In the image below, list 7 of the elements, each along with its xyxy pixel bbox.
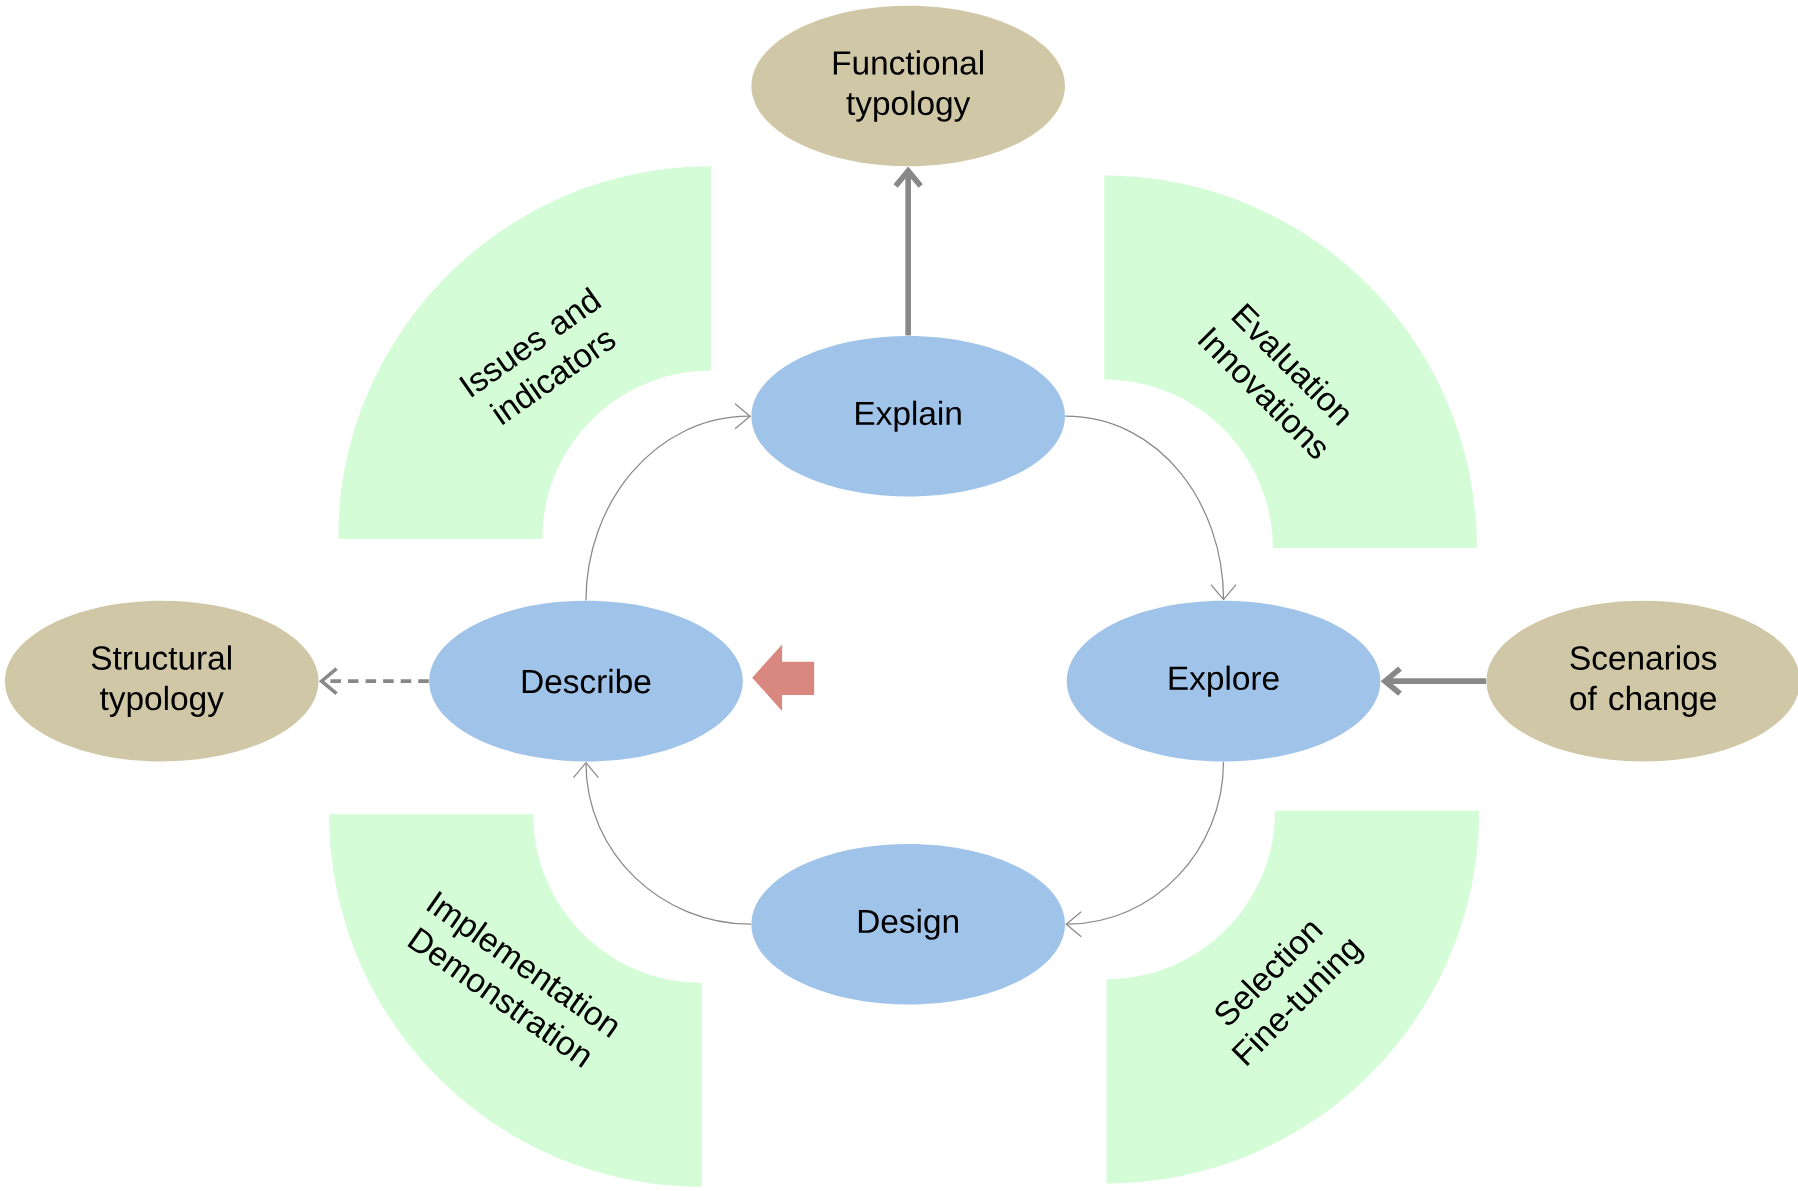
arrow <box>585 403 752 602</box>
arrow <box>318 667 429 695</box>
arrow <box>1065 761 1225 938</box>
arrow <box>1380 666 1487 696</box>
arrow <box>572 761 752 925</box>
arrow <box>1064 415 1237 601</box>
arrow <box>893 166 923 336</box>
